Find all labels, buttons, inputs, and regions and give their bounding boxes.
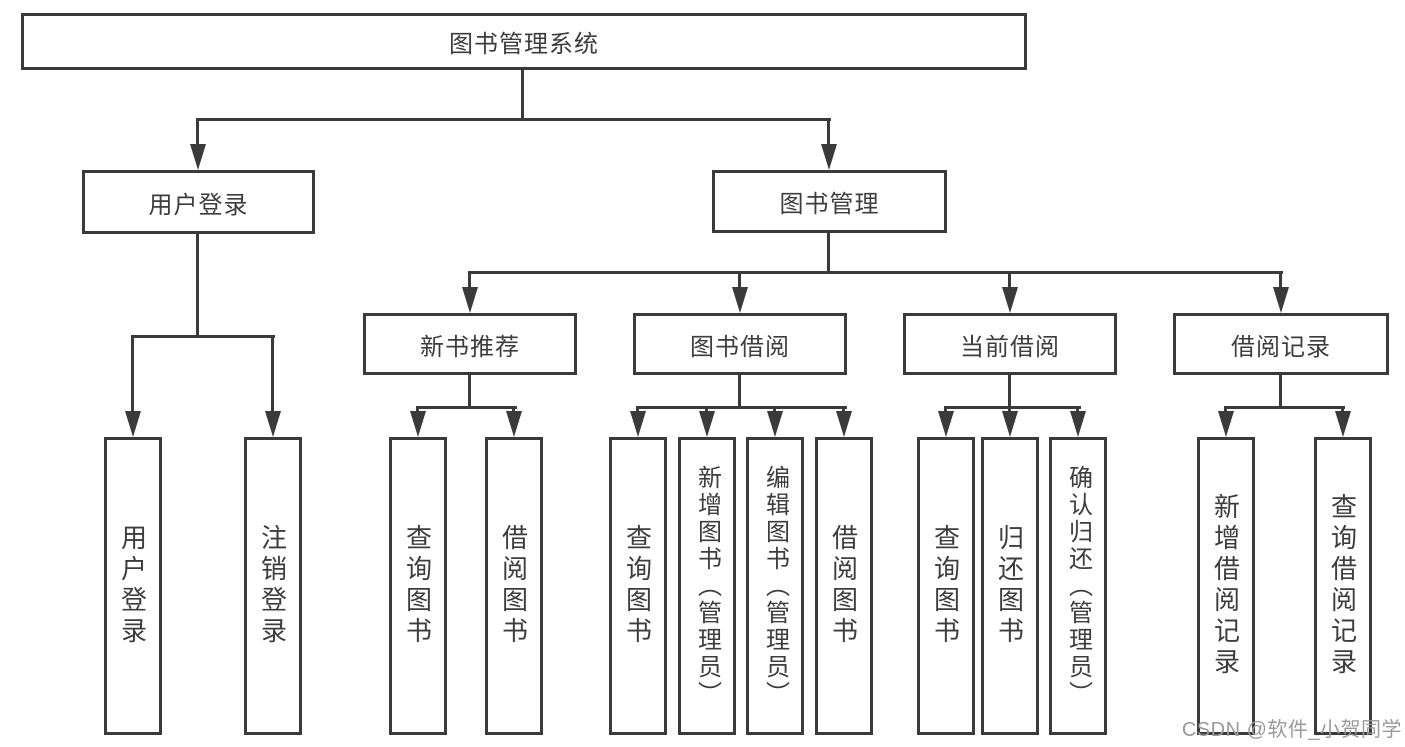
leaf-return-books: 归还图书 (981, 437, 1039, 735)
leaf-add-borrow-record: 新增借阅记录 (1197, 437, 1255, 735)
leaf-query-borrow-record: 查询借阅记录 (1314, 437, 1372, 735)
connector-to-leaf-logout (271, 335, 274, 415)
connector-to-borrow-records (1279, 271, 1282, 291)
csdn-watermark: CSDN @软件_小贺同学 (1181, 719, 1402, 741)
node-library-management-system: 图书管理系统 (21, 13, 1027, 70)
node-book-management: 图书管理 (712, 170, 947, 233)
arrowhead-down (1273, 287, 1289, 313)
node-book-borrow: 图书借阅 (633, 313, 847, 375)
arrowhead-down (410, 411, 426, 437)
leaf-logout: 注销登录 (244, 437, 302, 735)
connector-current-borrow-branch (944, 406, 1081, 409)
arrowhead-down (506, 411, 522, 437)
connector-root-drop (521, 70, 524, 118)
leaf-borrow-books-recommend: 借阅图书 (485, 437, 543, 735)
connector-to-new-book (468, 271, 471, 291)
arrowhead-down (630, 411, 646, 437)
arrowhead-down (821, 144, 837, 170)
connector-new-book-drop (468, 375, 471, 407)
connector-borrow-records-drop (1279, 375, 1282, 407)
connector-user-login-branch (131, 335, 275, 338)
connector-to-user-login (196, 118, 199, 148)
arrowhead-down (699, 411, 715, 437)
connector-root-branch (196, 118, 831, 121)
arrowhead-down (732, 287, 748, 313)
leaf-query-books-recommend: 查询图书 (389, 437, 447, 735)
connector-to-current-borrow (1008, 271, 1011, 291)
arrowhead-down (836, 411, 852, 437)
arrowhead-down (1002, 287, 1018, 313)
arrowhead-down (265, 411, 281, 437)
connector-user-login-drop (196, 233, 199, 335)
arrowhead-down (767, 411, 783, 437)
arrowhead-down (1218, 411, 1234, 437)
arrowhead-down (462, 287, 478, 313)
leaf-confirm-return-admin: 确认归还（管理员） (1049, 437, 1107, 735)
connector-book-management-drop (827, 233, 830, 271)
arrowhead-down (1002, 411, 1018, 437)
node-new-book-recommend: 新书推荐 (363, 313, 577, 375)
leaf-borrow-books: 借阅图书 (815, 437, 873, 735)
leaf-edit-books-admin: 编辑图书（管理员） (746, 437, 804, 735)
node-current-borrow: 当前借阅 (903, 313, 1117, 375)
connector-to-leaf-user-login (131, 335, 134, 415)
connector-to-book-management (827, 118, 830, 148)
connector-book-management-branch (468, 271, 1283, 274)
arrowhead-down (190, 144, 206, 170)
arrowhead-down (125, 411, 141, 437)
leaf-user-login: 用户登录 (104, 437, 162, 735)
arrowhead-down (1070, 411, 1086, 437)
connector-borrow-records-branch (1224, 406, 1345, 409)
connector-book-borrow-branch (636, 406, 847, 409)
connector-to-book-borrow (738, 271, 741, 291)
arrowhead-down (1335, 411, 1351, 437)
node-borrow-records: 借阅记录 (1173, 313, 1389, 375)
leaf-query-books-current: 查询图书 (917, 437, 975, 735)
arrowhead-down (938, 411, 954, 437)
connector-book-borrow-drop (738, 375, 741, 407)
node-user-login: 用户登录 (82, 170, 315, 234)
connector-current-borrow-drop (1008, 375, 1011, 407)
leaf-add-books-admin: 新增图书（管理员） (678, 437, 736, 735)
connector-new-book-branch (416, 406, 517, 409)
leaf-query-books-borrow: 查询图书 (609, 437, 667, 735)
